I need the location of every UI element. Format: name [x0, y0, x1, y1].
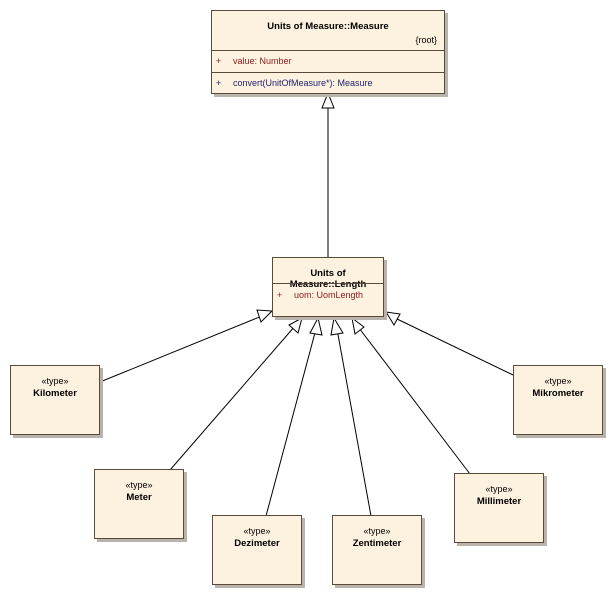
class-measure-name: Units of Measure::Measure: [267, 21, 389, 32]
type-mikrometer-stereotype: «type»: [544, 376, 572, 386]
class-measure[interactable]: Units of Measure::Measure {root} + value…: [211, 10, 445, 94]
type-dezimeter[interactable]: «type» Dezimeter: [212, 515, 302, 585]
type-millimeter-name: Millimeter: [476, 496, 522, 507]
attribute-value: value: Number: [233, 56, 292, 66]
type-zentimeter-name: Zentimeter: [352, 538, 402, 549]
type-millimeter-stereotype: «type»: [485, 484, 513, 494]
type-dezimeter-stereotype: «type»: [243, 526, 271, 536]
operation-visibility: +: [216, 78, 222, 88]
edge-zentimeter-to-length: [336, 328, 372, 517]
type-zentimeter[interactable]: «type» Zentimeter: [332, 515, 422, 585]
edge-kilometer-to-length: [99, 315, 263, 383]
type-kilometer-name: Kilometer: [33, 388, 77, 399]
type-millimeter[interactable]: «type» Millimeter: [454, 473, 544, 543]
arrowhead-millimeter: [351, 316, 365, 335]
class-measure-attributes: + value: Number: [212, 50, 444, 72]
type-meter-stereotype: «type»: [125, 480, 153, 490]
attribute-visibility: +: [277, 290, 283, 300]
type-kilometer-stereotype: «type»: [41, 376, 69, 386]
arrowhead-mikrometer: [385, 311, 401, 326]
type-meter-name: Meter: [126, 492, 152, 503]
type-kilometer[interactable]: «type» Kilometer: [10, 365, 100, 435]
attribute-visibility: +: [216, 56, 222, 66]
type-mikrometer-name: Mikrometer: [532, 388, 584, 399]
arrowhead-kilometer: [256, 309, 274, 323]
class-length-attributes: + uom: UomLength: [273, 283, 383, 317]
arrowhead-meter: [288, 317, 303, 334]
type-mikrometer[interactable]: «type» Mikrometer: [513, 365, 603, 435]
class-length[interactable]: Units of Measure::Length + uom: UomLengt…: [272, 257, 384, 317]
operation-convert: convert(UnitOfMeasure*): Measure: [233, 78, 373, 88]
edge-millimeter-to-length: [358, 327, 471, 475]
arrowhead-dezimeter: [309, 316, 323, 336]
edge-dezimeter-to-length: [265, 328, 317, 517]
type-meter[interactable]: «type» Meter: [94, 469, 184, 539]
type-zentimeter-stereotype: «type»: [363, 526, 391, 536]
class-measure-tag: {root}: [415, 35, 437, 45]
class-measure-operations: + convert(UnitOfMeasure*): Measure: [212, 72, 444, 94]
attribute-uom: uom: UomLength: [294, 290, 364, 300]
class-length-name: Units of Measure::Length: [289, 268, 367, 290]
type-dezimeter-name: Dezimeter: [234, 538, 280, 549]
edge-meter-to-length: [169, 325, 296, 471]
edge-mikrometer-to-length: [394, 317, 514, 376]
arrowhead-measure: [321, 91, 335, 109]
arrowhead-zentimeter: [330, 316, 344, 336]
